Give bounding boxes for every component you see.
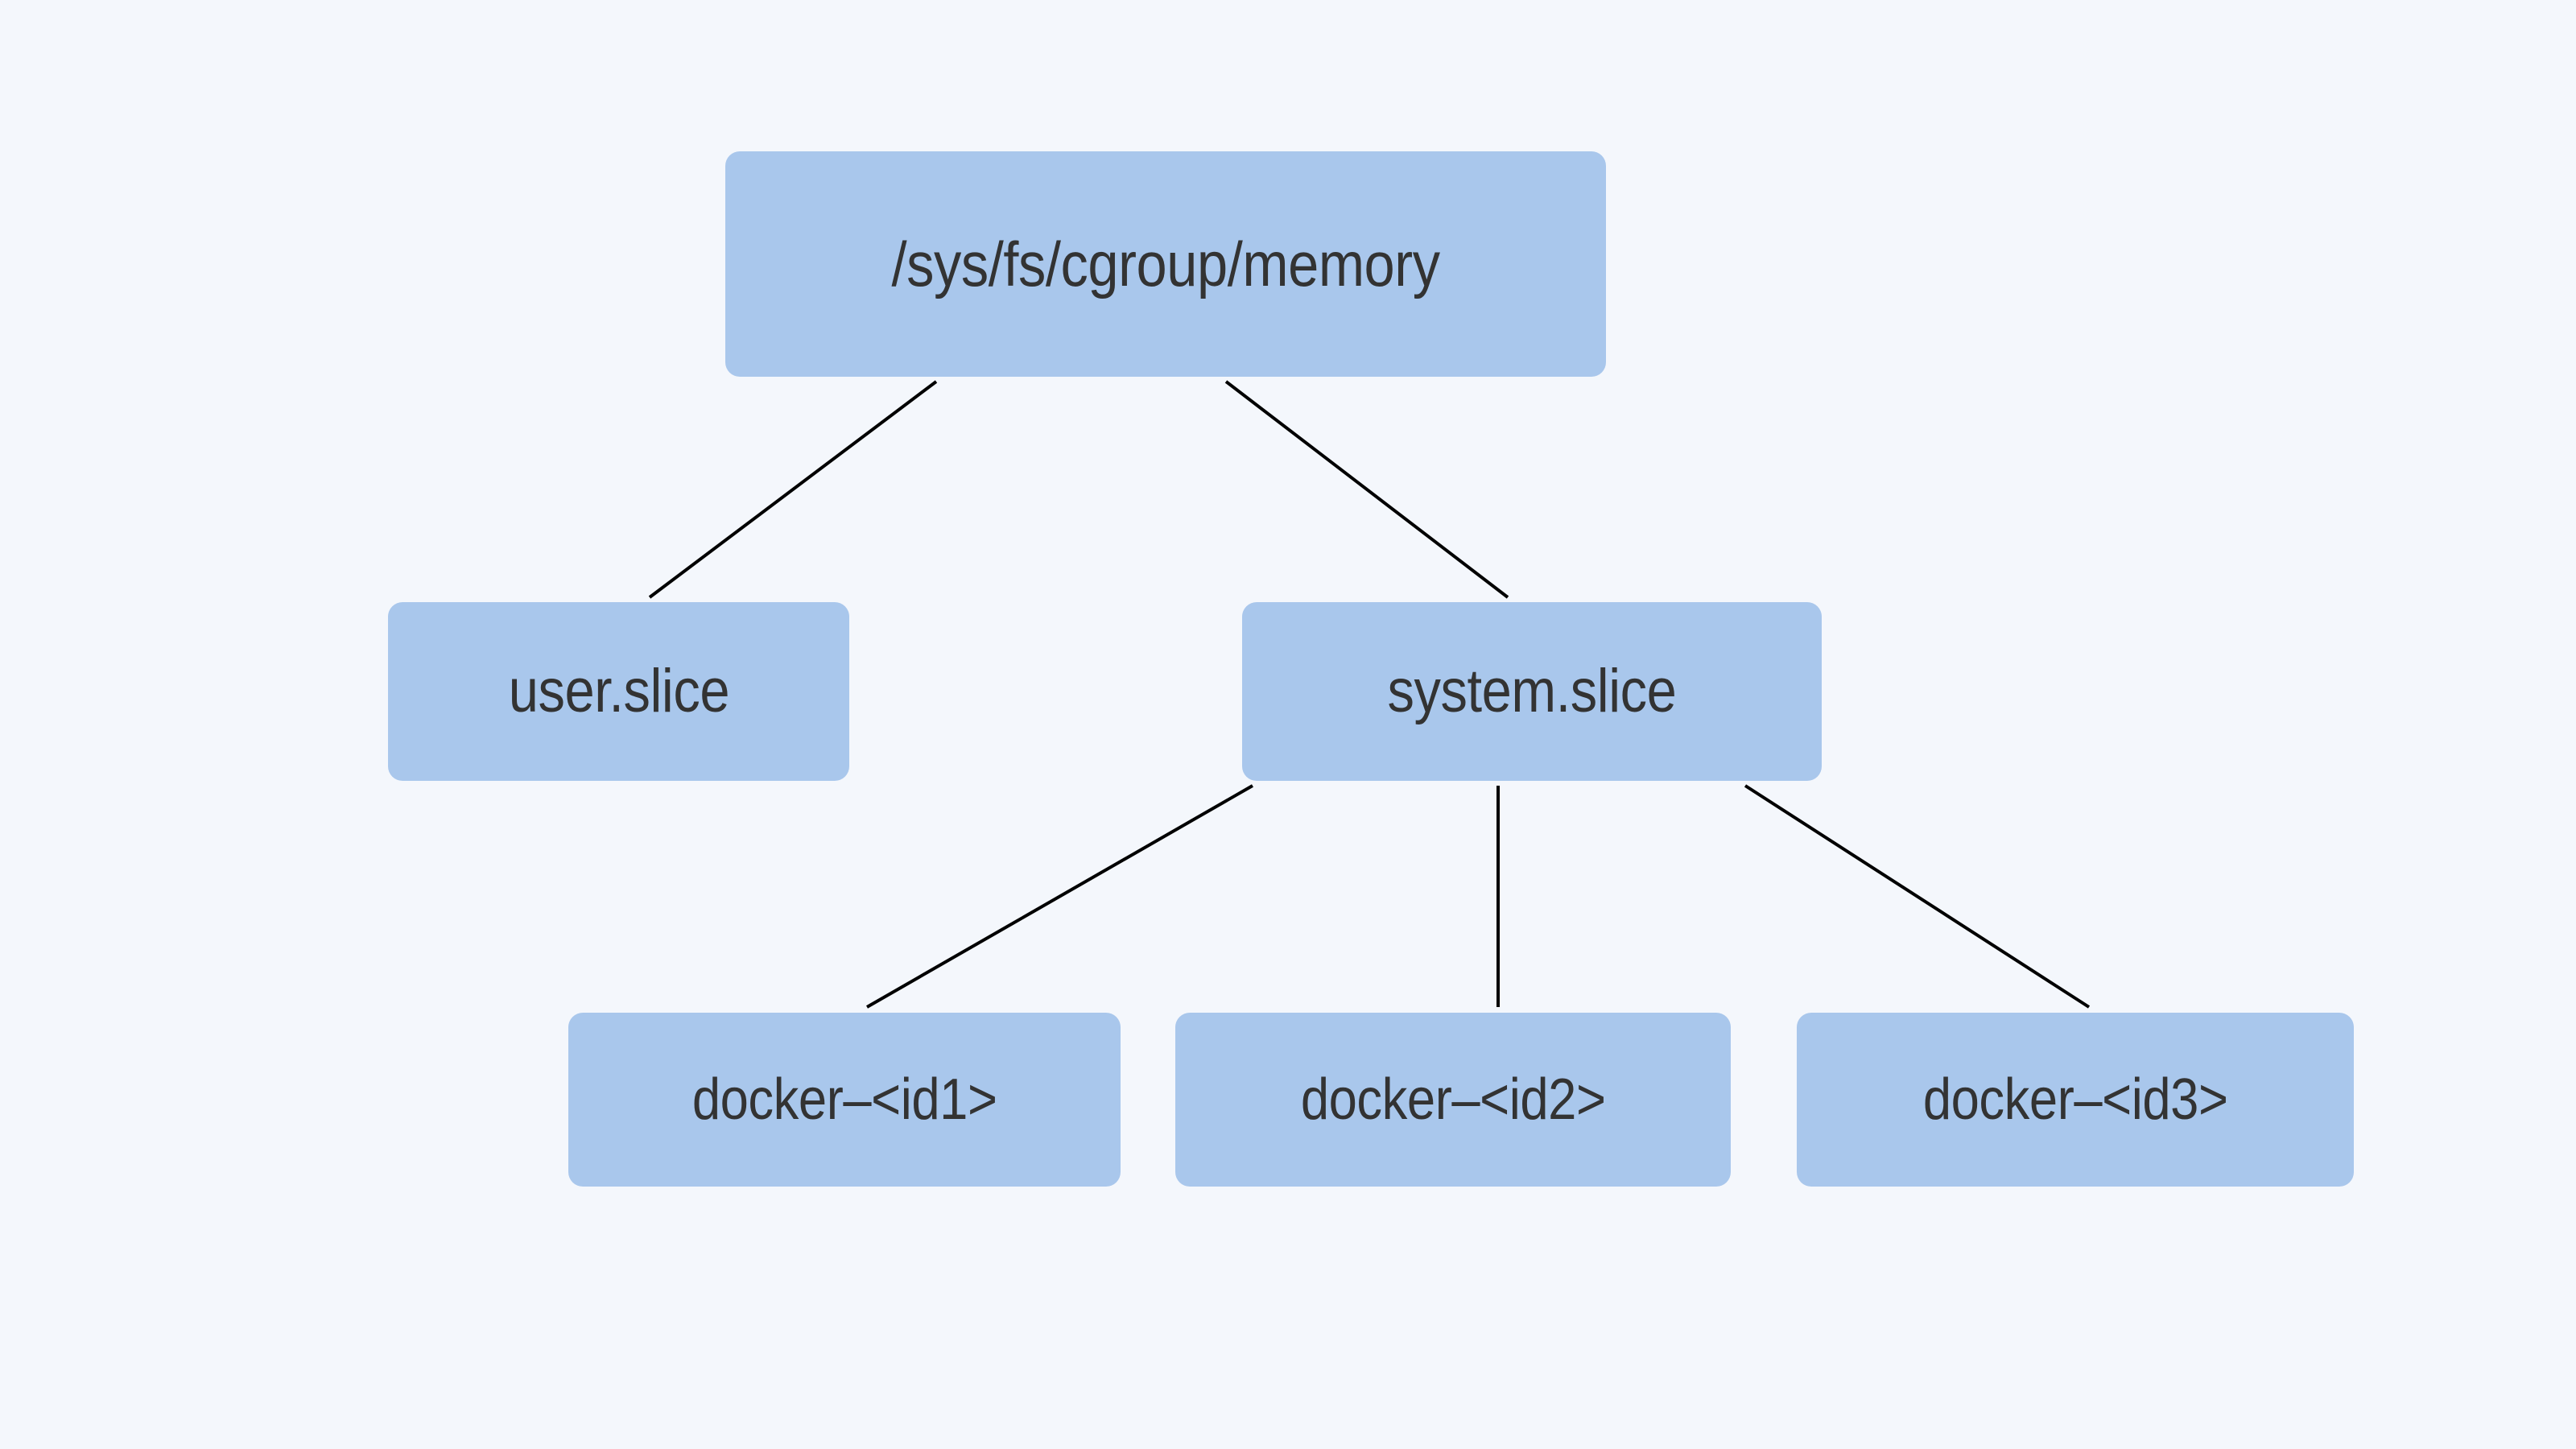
node-cgroup-memory-root[interactable]: /sys/fs/cgroup/memory <box>725 151 1606 377</box>
edge-system-slice-to-docker1 <box>866 784 1253 1009</box>
node-system-slice[interactable]: system.slice <box>1242 602 1822 781</box>
node-user-slice[interactable]: user.slice <box>388 602 849 781</box>
node-label: user.slice <box>508 657 729 725</box>
node-label: docker–<id2> <box>1300 1067 1606 1132</box>
node-docker-id1[interactable]: docker–<id1> <box>568 1013 1121 1187</box>
edge-root-to-user-slice <box>648 380 938 599</box>
node-label: docker–<id1> <box>691 1067 997 1132</box>
node-docker-id3[interactable]: docker–<id3> <box>1797 1013 2354 1187</box>
edge-system-slice-to-docker3 <box>1744 784 2091 1009</box>
edge-root-to-system-slice <box>1224 380 1509 599</box>
node-label: docker–<id3> <box>1922 1067 2228 1132</box>
node-label: /sys/fs/cgroup/memory <box>891 229 1440 299</box>
node-label: system.slice <box>1387 657 1677 725</box>
node-docker-id2[interactable]: docker–<id2> <box>1175 1013 1731 1187</box>
